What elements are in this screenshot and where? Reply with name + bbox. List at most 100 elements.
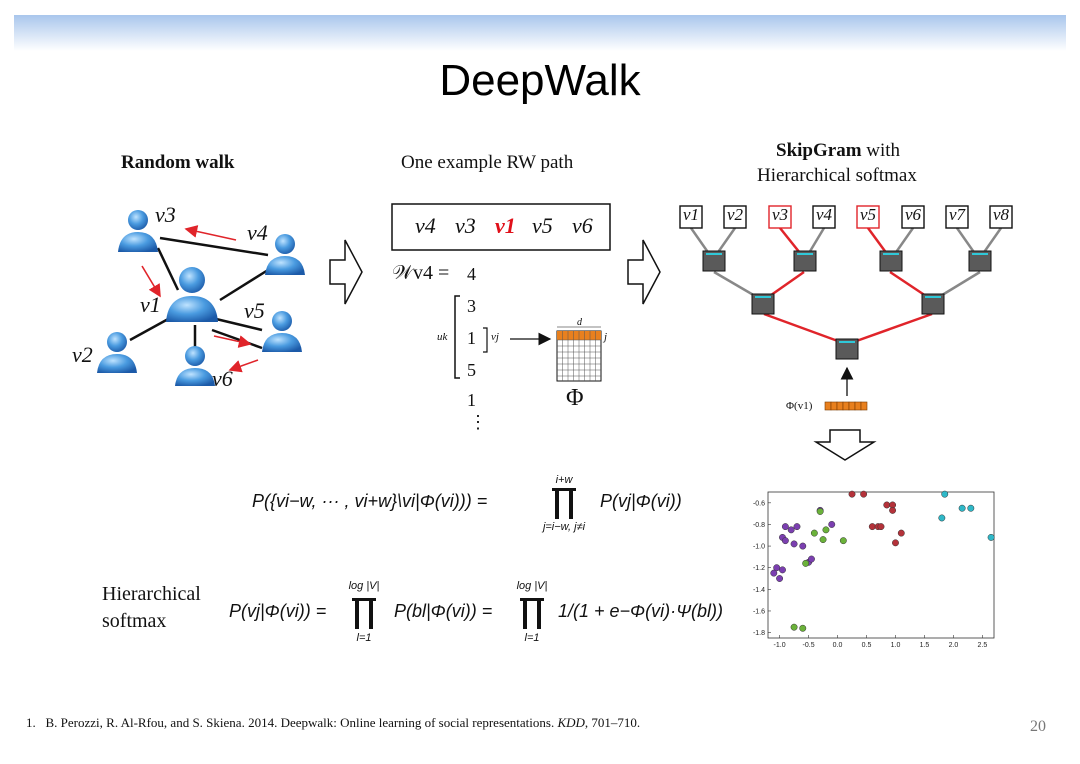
skipgram-heading-line2: Hierarchical softmax bbox=[757, 165, 917, 186]
scatter-point bbox=[839, 537, 847, 545]
page-number: 20 bbox=[1030, 718, 1046, 735]
y-tick-label: -1.4 bbox=[753, 587, 765, 594]
walk-value: 3 bbox=[467, 296, 476, 316]
product-symbols bbox=[352, 488, 576, 629]
scatter-point bbox=[848, 490, 856, 498]
down-arrow bbox=[813, 429, 877, 461]
scatter-point bbox=[793, 523, 801, 531]
scatter-point bbox=[773, 564, 781, 572]
scatter-point bbox=[828, 520, 836, 528]
x-tick-label: 1.5 bbox=[920, 642, 930, 649]
scatter-point bbox=[897, 529, 905, 537]
rw-seq-item: v4 bbox=[415, 213, 436, 238]
node-label-v1: v1 bbox=[140, 292, 161, 317]
leaf-label: v1 bbox=[682, 205, 700, 224]
rw-seq-item: v3 bbox=[455, 213, 476, 238]
scatter-point bbox=[790, 540, 798, 548]
y-tick-label: -1.6 bbox=[753, 608, 765, 615]
uk-bracket bbox=[483, 327, 488, 353]
person-icon-v3 bbox=[118, 210, 158, 252]
walk-value: 5 bbox=[467, 360, 476, 380]
rw-path-heading: One example RW path bbox=[401, 152, 574, 173]
x-tick-label: 1.0 bbox=[891, 642, 901, 649]
x-tick-label: -0.5 bbox=[803, 642, 815, 649]
eq2-lhs: P(vj|Φ(vi)) = bbox=[229, 601, 327, 621]
embedding-label: Φ(v1) bbox=[786, 400, 813, 412]
walk-value: 1 bbox=[467, 328, 476, 348]
scatter-point bbox=[787, 526, 795, 534]
footnote-text-after: , 701–710. bbox=[584, 715, 641, 730]
y-tick-label: -1.8 bbox=[753, 630, 765, 637]
slide-title: DeepWalk bbox=[439, 56, 641, 105]
node-label-v2: v2 bbox=[72, 342, 93, 367]
plot-frame bbox=[767, 491, 995, 639]
footnote-text: B. Perozzi, R. Al-Rfou, and S. Skiena. 2… bbox=[45, 715, 558, 730]
scatter-point bbox=[889, 506, 897, 514]
d-label: d bbox=[577, 317, 582, 328]
j-label: j bbox=[604, 331, 608, 343]
walk-value: 4 bbox=[467, 264, 476, 284]
x-tick-label: 0.5 bbox=[862, 642, 872, 649]
x-tick-label: 2.5 bbox=[978, 642, 988, 649]
node-label-v4: v4 bbox=[247, 220, 268, 245]
scatter-point bbox=[819, 536, 827, 544]
eq1-lhs: P({vi−w, ··· , vi+w}\vi|Φ(vi))) = bbox=[252, 491, 488, 511]
person-icon-v2 bbox=[97, 332, 137, 373]
uk-label: uk bbox=[437, 331, 448, 343]
scatter-point bbox=[799, 624, 807, 632]
hs-label-line1: Hierarchical bbox=[102, 583, 201, 605]
hs-label-line2: softmax bbox=[102, 610, 167, 632]
vj-label: vj bbox=[491, 331, 499, 343]
scatter-point bbox=[860, 490, 868, 498]
walk-arrows bbox=[141, 225, 259, 373]
person-icon-v6 bbox=[175, 346, 215, 386]
skipgram-tree bbox=[679, 205, 1013, 411]
eq2-prod-bottom: l=1 bbox=[356, 632, 372, 644]
scatter-point bbox=[808, 555, 815, 563]
leaf-label: v3 bbox=[771, 205, 789, 224]
flow-arrow-2 bbox=[627, 239, 661, 305]
eq1-prod-top: i+w bbox=[555, 474, 573, 486]
person-icon-v4 bbox=[265, 234, 305, 275]
x-tick-label: 0.0 bbox=[833, 642, 843, 649]
footnote-number: 1. bbox=[26, 715, 36, 730]
scatter-point bbox=[781, 523, 789, 531]
person-icon-v1 bbox=[166, 267, 218, 322]
scatter-point bbox=[987, 533, 995, 541]
footnote-venue: KDD bbox=[557, 715, 585, 730]
rw-seq-item: v6 bbox=[572, 213, 593, 238]
leaf-label: v7 bbox=[948, 205, 966, 224]
x-tick-label: 2.0 bbox=[949, 642, 959, 649]
top-gradient-bar bbox=[14, 15, 1066, 51]
scatter-point bbox=[892, 539, 899, 547]
skipgram-heading-rest: with bbox=[861, 140, 901, 161]
leaf-label: v5 bbox=[859, 205, 877, 224]
scatter-point bbox=[822, 526, 830, 534]
leaf-label: v4 bbox=[815, 205, 833, 224]
y-tick-label: -0.8 bbox=[753, 522, 765, 529]
walk-value: 1 bbox=[467, 390, 476, 410]
eq2-mid: P(bl|Φ(vi)) = bbox=[394, 601, 493, 621]
eq2-prod-top: log |V| bbox=[348, 580, 380, 592]
graph-edges bbox=[129, 236, 269, 350]
scatter-point bbox=[776, 575, 784, 582]
eq2-prod2-top: log |V| bbox=[516, 580, 548, 592]
leaf-label: v6 bbox=[904, 205, 922, 224]
scatter-point bbox=[781, 537, 789, 545]
random-walk-heading: Random walk bbox=[121, 152, 235, 173]
scatter-point bbox=[799, 542, 807, 550]
rw-path-box bbox=[391, 203, 611, 251]
eq2-rhs: 1/(1 + e−Φ(vi)·Ψ(bl)) bbox=[558, 601, 724, 621]
node-label-v3: v3 bbox=[155, 202, 176, 227]
rw-seq-item-highlight: v1 bbox=[495, 213, 516, 238]
phi-matrix bbox=[556, 326, 602, 382]
scatter-point bbox=[770, 569, 778, 577]
scatter-point bbox=[941, 490, 949, 498]
footnote: 1. B. Perozzi, R. Al-Rfou, and S. Skiena… bbox=[26, 715, 640, 731]
person-icon-v5 bbox=[262, 311, 302, 352]
scatter-point bbox=[810, 529, 818, 537]
leaf-label: v2 bbox=[726, 205, 744, 224]
scatter-point bbox=[868, 523, 876, 531]
